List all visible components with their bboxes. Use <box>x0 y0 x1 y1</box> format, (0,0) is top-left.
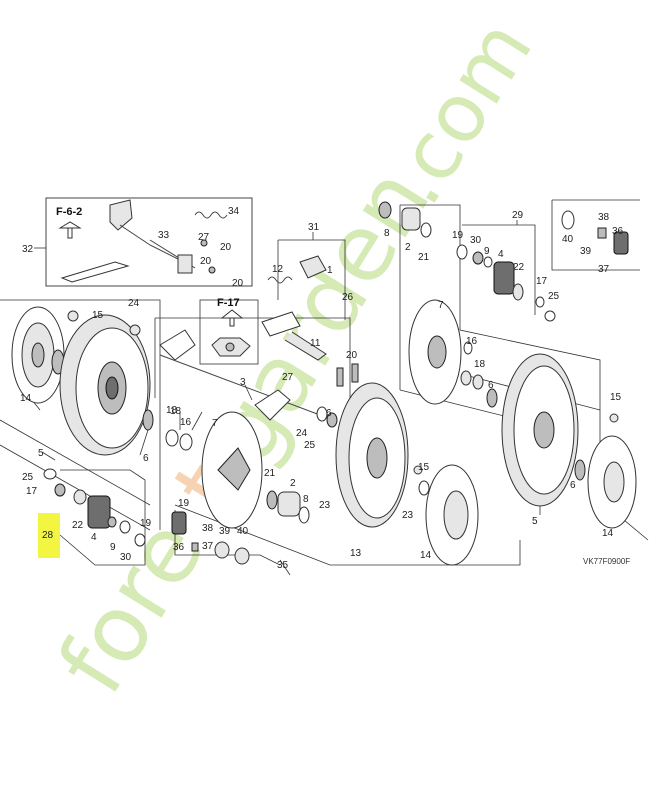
callout-24-center[interactable]: 24 <box>296 428 308 439</box>
callout-19-center[interactable]: 19 <box>178 498 190 509</box>
bracket-part <box>109 199 133 231</box>
spring-34 <box>194 211 228 219</box>
callout-33[interactable]: 33 <box>158 230 170 241</box>
callout-15-right[interactable]: 15 <box>610 392 622 403</box>
frame-references: F-6-2 F-17 <box>56 206 240 309</box>
callout-18-left[interactable]: 18 <box>166 405 178 416</box>
frame-ref-f-17: F-17 <box>217 297 240 309</box>
callout-35[interactable]: 35 <box>277 560 289 571</box>
pinion-gear-right <box>493 261 515 295</box>
callout-27-center[interactable]: 27 <box>282 372 294 383</box>
callout-23[interactable]: 23 <box>402 510 414 521</box>
callout-36-center[interactable]: 36 <box>173 542 185 553</box>
callout-13[interactable]: 13 <box>350 548 362 559</box>
watermark-text-fore: fore <box>38 501 225 711</box>
callout-30-left[interactable]: 30 <box>120 552 132 563</box>
callout-37-center[interactable]: 37 <box>202 541 214 552</box>
callout-17-left[interactable]: 17 <box>26 486 38 497</box>
callout-18-right[interactable]: 18 <box>474 359 486 370</box>
callout-6-left[interactable]: 6 <box>143 453 149 464</box>
callout-40-right[interactable]: 40 <box>562 234 574 245</box>
callout-15-left[interactable]: 15 <box>92 310 104 321</box>
inset-frame-f-17 <box>199 299 259 365</box>
callout-7-center[interactable]: 7 <box>212 418 218 429</box>
callout-40-center[interactable]: 40 <box>237 526 249 537</box>
callout-22-left[interactable]: 22 <box>72 520 84 531</box>
callout-19-right[interactable]: 19 <box>452 230 464 241</box>
callout-8-top[interactable]: 8 <box>384 228 390 239</box>
callout-17-right[interactable]: 17 <box>536 276 548 287</box>
bushing-2 <box>277 491 301 517</box>
callout-34[interactable]: 34 <box>228 206 240 217</box>
callout-20-center[interactable]: 20 <box>346 350 358 361</box>
callout-15-center[interactable]: 15 <box>418 462 430 473</box>
spring-12 <box>267 276 293 284</box>
callout-25-left[interactable]: 25 <box>22 472 34 483</box>
callout-27-inset[interactable]: 27 <box>198 232 210 243</box>
callout-7-right[interactable]: 7 <box>438 300 444 311</box>
callout-25-right[interactable]: 25 <box>548 291 560 302</box>
callout-11[interactable]: 11 <box>310 338 321 349</box>
callout-21-top[interactable]: 21 <box>418 252 430 263</box>
callout-8-center[interactable]: 8 <box>303 494 309 505</box>
callout-31[interactable]: 31 <box>308 222 320 233</box>
callout-25-center[interactable]: 25 <box>304 440 316 451</box>
callout-3[interactable]: 3 <box>240 377 246 388</box>
callout-39-right[interactable]: 39 <box>580 246 592 257</box>
callout-16[interactable]: 16 <box>180 417 192 428</box>
callout-1[interactable]: 1 <box>327 265 333 276</box>
callout-37-right[interactable]: 37 <box>598 264 610 275</box>
callout-19-left[interactable]: 19 <box>140 518 152 529</box>
callout-36-right[interactable]: 36 <box>612 226 624 237</box>
callout-labels: 1 2 3 4 5 6 7 8 9 11 12 13 14 15 16 17 1… <box>20 206 624 571</box>
callout-39-center[interactable]: 39 <box>219 526 231 537</box>
callout-32[interactable]: 32 <box>22 244 34 255</box>
callout-12[interactable]: 12 <box>272 264 284 275</box>
callout-21-center[interactable]: 21 <box>264 468 276 479</box>
assembly-lines <box>0 197 649 576</box>
callout-2-top[interactable]: 2 <box>405 242 411 253</box>
callout-9-left[interactable]: 9 <box>110 542 116 553</box>
callout-6-center[interactable]: 6 <box>326 408 332 419</box>
callout-26[interactable]: 26 <box>342 292 354 303</box>
frame-ref-f-6-2: F-6-2 <box>56 206 82 218</box>
callout-9-right[interactable]: 9 <box>484 246 490 257</box>
callout-24-left[interactable]: 24 <box>128 298 140 309</box>
document-code: VK77F0900F <box>583 557 630 566</box>
callout-6-far-right[interactable]: 6 <box>570 480 576 491</box>
callout-5-right[interactable]: 5 <box>532 516 538 527</box>
callout-28[interactable]: 28 <box>42 530 54 541</box>
callout-14-right[interactable]: 14 <box>602 528 614 539</box>
callout-16-right[interactable]: 16 <box>466 336 478 347</box>
callout-14-left[interactable]: 14 <box>20 393 32 404</box>
callout-6-right[interactable]: 6 <box>488 380 494 391</box>
callout-14-center[interactable]: 14 <box>420 550 432 561</box>
callout-4-left[interactable]: 4 <box>91 532 97 543</box>
callout-20-inset[interactable]: 20 <box>220 242 232 253</box>
lever-handle-part <box>60 261 130 283</box>
callout-38-center[interactable]: 38 <box>202 523 214 534</box>
callout-29[interactable]: 29 <box>512 210 524 221</box>
callout-23-center[interactable]: 23 <box>319 500 331 511</box>
watermark-text-domain: .com <box>367 4 550 220</box>
callout-20-inset-lower[interactable]: 20 <box>200 256 212 267</box>
pinion-gear-4 <box>87 495 111 529</box>
inset-frame-f-6-2 <box>45 197 253 287</box>
parts <box>11 199 637 566</box>
callout-18-center[interactable]: 18 <box>170 406 182 417</box>
callout-4-right[interactable]: 4 <box>498 249 504 260</box>
callout-28-highlight <box>38 513 60 558</box>
callout-5-left[interactable]: 5 <box>38 448 44 459</box>
callout-30-right[interactable]: 30 <box>470 235 482 246</box>
callout-38-right[interactable]: 38 <box>598 212 610 223</box>
callout-2-center[interactable]: 2 <box>290 478 296 489</box>
callout-20-inset-bottom[interactable]: 20 <box>232 278 244 289</box>
callout-22-right[interactable]: 22 <box>513 262 525 273</box>
